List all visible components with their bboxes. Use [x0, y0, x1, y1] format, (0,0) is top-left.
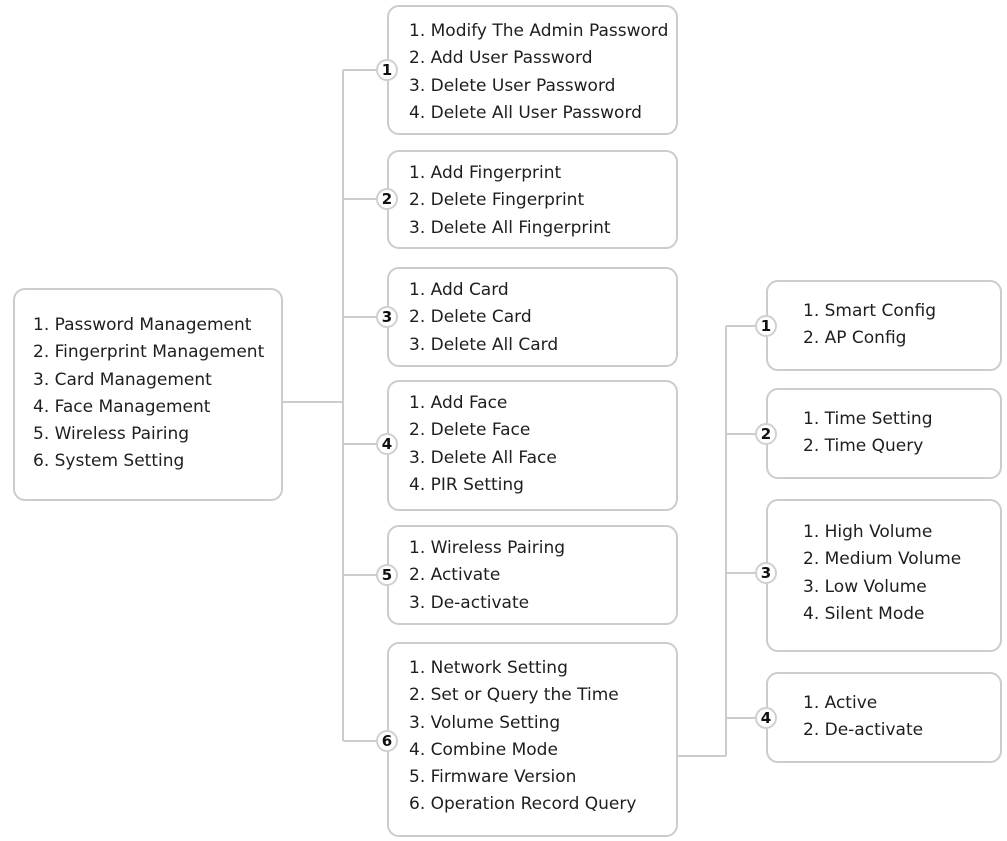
fingerprint-management-list: 1. Add Fingerprint 2. Delete Fingerprint… [409, 160, 676, 242]
combine-mode-box: 1. Active 2. De-activate [766, 672, 1002, 763]
root-menu-list: 1. Password Management 2. Fingerprint Ma… [33, 312, 281, 476]
volume-setting-list: 1. High Volume 2. Medium Volume 3. Low V… [803, 519, 1000, 628]
wireless-pairing-box: 1. Wireless Pairing 2. Activate 3. De-ac… [387, 525, 678, 625]
root-menu-item: 1. Password Management [33, 315, 252, 335]
number-badge: 2 [755, 423, 777, 445]
combine-mode-list: 1. Active 2. De-activate [803, 690, 1000, 745]
submenu-item: 2. AP Config [803, 328, 907, 349]
fingerprint-management-box: 1. Add Fingerprint 2. Delete Fingerprint… [387, 150, 678, 249]
root-menu-box: 1. Password Management 2. Fingerprint Ma… [13, 288, 283, 501]
wireless-pairing-list: 1. Wireless Pairing 2. Activate 3. De-ac… [409, 535, 676, 617]
system-setting-box: 1. Network Setting 2. Set or Query the T… [387, 642, 678, 837]
password-management-box: 1. Modify The Admin Password 2. Add User… [387, 5, 678, 135]
submenu-item: 1. Modify The Admin Password [409, 21, 669, 41]
submenu-item: 1. Time Setting [803, 409, 933, 429]
submenu-item: 1. Wireless Pairing [409, 538, 566, 558]
submenu-item: 5. Firmware Version [409, 767, 577, 788]
submenu-item: 2. Activate [409, 565, 501, 586]
submenu-item: 4. Delete All User Password [409, 102, 642, 123]
root-menu-item: 6. System Setting [33, 451, 185, 472]
submenu-item: 3. Delete All Card [409, 334, 559, 355]
card-management-box: 1. Add Card 2. Delete Card 3. Delete All… [387, 267, 678, 367]
submenu-item: 3. Delete All Face [409, 447, 557, 468]
volume-setting-box: 1. High Volume 2. Medium Volume 3. Low V… [766, 499, 1002, 652]
number-badge: 5 [376, 564, 398, 586]
submenu-item: 1. Add Face [409, 393, 508, 413]
root-menu-item: 3. Card Management [33, 369, 212, 390]
submenu-item: 1. Add Fingerprint [409, 163, 562, 183]
card-management-list: 1. Add Card 2. Delete Card 3. Delete All… [409, 277, 676, 359]
system-setting-list: 1. Network Setting 2. Set or Query the T… [409, 655, 676, 819]
number-badge: 1 [376, 59, 398, 81]
root-menu-item: 4. Face Management [33, 396, 211, 417]
root-menu-item: 2. Fingerprint Management [33, 342, 265, 363]
submenu-item: 1. Active [803, 693, 878, 713]
face-management-list: 1. Add Face 2. Delete Face 3. Delete All… [409, 390, 676, 499]
number-badge: 3 [376, 306, 398, 328]
network-setting-list: 1. Smart Config 2. AP Config [803, 298, 1000, 353]
password-management-list: 1. Modify The Admin Password 2. Add User… [409, 18, 676, 127]
submenu-item: 2. Delete Fingerprint [409, 190, 585, 211]
submenu-item: 3. Low Volume [803, 576, 927, 597]
submenu-item: 2. Medium Volume [803, 549, 962, 570]
number-badge: 4 [376, 433, 398, 455]
time-setting-box: 1. Time Setting 2. Time Query [766, 388, 1002, 479]
number-badge: 4 [755, 707, 777, 729]
network-setting-box: 1. Smart Config 2. AP Config [766, 280, 1002, 371]
submenu-item: 2. Delete Card [409, 307, 532, 328]
submenu-item: 2. Add User Password [409, 48, 593, 69]
submenu-item: 4. Combine Mode [409, 739, 558, 760]
time-setting-list: 1. Time Setting 2. Time Query [803, 406, 1000, 461]
submenu-item: 1. Smart Config [803, 301, 936, 321]
number-badge: 6 [376, 730, 398, 752]
submenu-item: 3. Delete User Password [409, 75, 616, 96]
number-badge: 1 [755, 315, 777, 337]
submenu-item: 2. De-activate [803, 720, 924, 741]
submenu-item: 2. Time Query [803, 436, 924, 457]
submenu-item: 2. Delete Face [409, 420, 531, 441]
root-menu-item: 5. Wireless Pairing [33, 424, 190, 445]
number-badge: 3 [755, 562, 777, 584]
submenu-item: 4. Silent Mode [803, 603, 925, 624]
submenu-item: 6. Operation Record Query [409, 794, 637, 815]
submenu-item: 3. Delete All Fingerprint [409, 217, 611, 238]
submenu-item: 1. High Volume [803, 522, 933, 542]
number-badge: 2 [376, 188, 398, 210]
submenu-item: 4. PIR Setting [409, 474, 524, 495]
submenu-item: 1. Add Card [409, 280, 509, 300]
submenu-item: 1. Network Setting [409, 658, 568, 678]
submenu-item: 3. Volume Setting [409, 712, 561, 733]
submenu-item: 2. Set or Query the Time [409, 685, 619, 706]
submenu-item: 3. De-activate [409, 592, 530, 613]
face-management-box: 1. Add Face 2. Delete Face 3. Delete All… [387, 380, 678, 511]
